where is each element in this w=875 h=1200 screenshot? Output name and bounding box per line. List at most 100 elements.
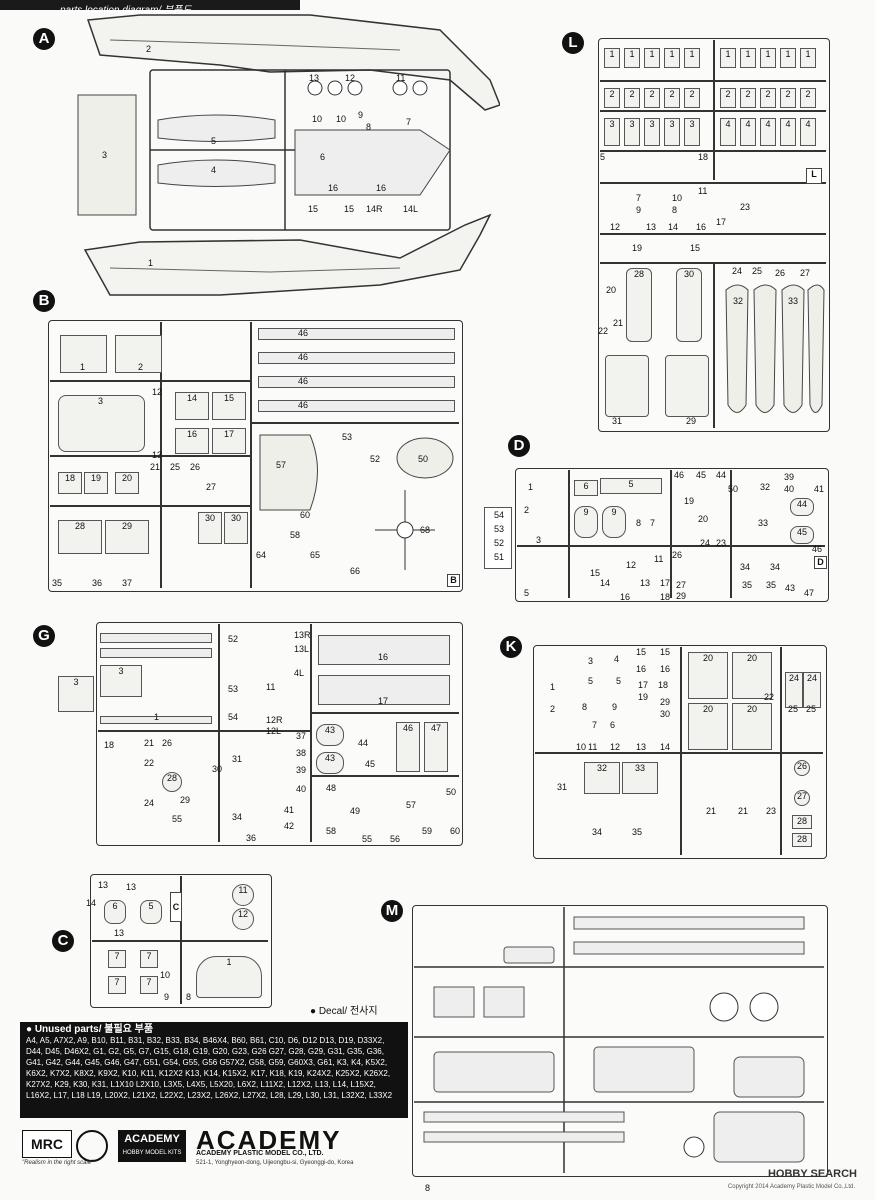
part-l1-0-9: 1	[780, 48, 796, 68]
part-label-l13: 13	[646, 222, 657, 232]
part-l2-1-3: 2	[664, 88, 680, 108]
part-l4-2-6: 4	[720, 118, 736, 146]
part-label-l11: 11	[698, 186, 708, 196]
part-label-g29: 29	[180, 795, 191, 805]
part-b29: 29	[105, 520, 149, 554]
sprue-tag-c: C	[170, 892, 182, 922]
part-label-d18: 18	[660, 592, 671, 602]
part-label-a15b: 15	[344, 204, 355, 214]
part-g46: 46	[396, 722, 420, 772]
part-label-k4: 4	[614, 654, 620, 664]
part-label-k1: 1	[550, 682, 556, 692]
part-label-a14r: 14R	[366, 204, 383, 214]
part-g3-outside: 3	[58, 676, 94, 712]
part-b30: 30	[198, 512, 222, 544]
part-label-k15: 15	[636, 647, 647, 657]
part-label-b37: 37	[122, 578, 133, 588]
part-label-c9: 9	[164, 992, 170, 1002]
part-label-d17: 17	[660, 578, 671, 588]
part-label-g37: 37	[296, 731, 307, 741]
part-label-d26: 27	[676, 580, 687, 590]
part-label-b3: 3	[98, 396, 104, 406]
part-k27: 27	[794, 790, 810, 806]
part-l28: 28	[626, 268, 652, 342]
part-label-a13: 13	[309, 73, 320, 83]
company-address: 521-1, Yonghyeon-dong, Uijeongbu-si, Gye…	[196, 1160, 354, 1166]
part-label-a9: 9	[358, 110, 364, 120]
part-label-l10: 10	[672, 193, 683, 203]
part-label-d16: 16	[620, 592, 631, 602]
part-l4-2-7: 4	[740, 118, 756, 146]
part-label-d27: 29	[676, 591, 687, 601]
part-d10b: 9	[602, 506, 626, 538]
part-label-a10b: 10	[336, 114, 347, 124]
part-label-d3: 3	[536, 535, 542, 545]
part-l1-0-4: 1	[684, 48, 700, 68]
part-label-d33: 34	[740, 562, 751, 572]
part-label-a6: 6	[320, 152, 326, 162]
part-label-k5: 5	[588, 676, 594, 686]
part-l3-2-4: 3	[684, 118, 700, 146]
part-b19: 19	[84, 472, 108, 494]
part-label-b46b: 46	[298, 352, 309, 362]
part-label-b26: 26	[190, 462, 201, 472]
sprue-tag-b: B	[447, 574, 460, 587]
part-l32-l33-group	[725, 284, 825, 413]
academy-logo: ACADEMY	[196, 1125, 342, 1155]
part-g16	[318, 635, 450, 665]
part-k28: 28	[792, 815, 812, 829]
part-label-b12: 12	[152, 387, 163, 397]
part-k20b: 20	[732, 652, 772, 699]
part-label-b13: 13	[152, 450, 163, 460]
part-label-g50: 50	[446, 787, 457, 797]
part-label-k29: 29	[660, 697, 671, 707]
part-label-d37: 41	[814, 484, 825, 494]
part-label-d52: 52	[494, 538, 505, 548]
part-label-b36: 36	[92, 578, 103, 588]
part-label-k2: 2	[550, 704, 556, 714]
part-g47: 47	[424, 722, 448, 772]
part-label-b49: 52	[370, 454, 381, 464]
part-k26: 26	[794, 760, 810, 776]
part-label-d12: 12	[626, 560, 637, 570]
part-label-b47: 50	[418, 454, 429, 464]
part-label-k13: 13	[636, 742, 647, 752]
part-label-g30: 30	[212, 764, 223, 774]
part-label-d29: 32	[760, 482, 771, 492]
part-label-l5: 5	[600, 152, 606, 162]
part-label-b27: 27	[206, 482, 217, 492]
part-label-l27: 27	[800, 268, 811, 278]
part-label-g45: 45	[365, 759, 376, 769]
part-label-g13r: 13R	[294, 630, 311, 640]
part-label-g39: 39	[296, 765, 307, 775]
part-label-k10: 10	[576, 742, 587, 752]
part-label-b1: 1	[80, 362, 86, 372]
copyright: Copyright 2014 Academy Plastic Model Co.…	[727, 1184, 855, 1190]
part-g28: 28	[162, 772, 182, 792]
part-label-b46c: 46	[298, 376, 309, 386]
part-k20d: 20	[732, 703, 772, 750]
part-label-l7: 7	[636, 193, 642, 203]
part-label-b53: 58	[290, 530, 301, 540]
part-label-d38: 43	[785, 583, 796, 593]
part-label-b25: 25	[170, 462, 181, 472]
part-c11: 11	[232, 884, 254, 906]
part-label-k11: 11	[588, 742, 598, 752]
part-k33: 33	[622, 762, 658, 794]
part-label-a4: 4	[211, 165, 217, 175]
part-label-a8: 8	[366, 122, 372, 132]
part-b52-b47-group	[259, 434, 454, 570]
part-k28b: 28	[792, 833, 812, 847]
part-label-k18: 18	[658, 680, 669, 690]
part-label-d13: 13	[640, 578, 651, 588]
part-b16: 16	[175, 428, 209, 454]
sprue-a-frame	[77, 14, 500, 296]
part-label-g12l: 12L	[266, 726, 282, 736]
part-l2-1-8: 2	[760, 88, 776, 108]
part-label-c13c: 13	[114, 928, 125, 938]
watermark: HOBBY SEARCH	[767, 1168, 857, 1180]
part-label-b58: 64	[256, 550, 267, 560]
part-label-a14l: 14L	[403, 204, 419, 214]
part-label-b54: 60	[300, 510, 311, 520]
section-letter-a: A	[33, 28, 55, 50]
